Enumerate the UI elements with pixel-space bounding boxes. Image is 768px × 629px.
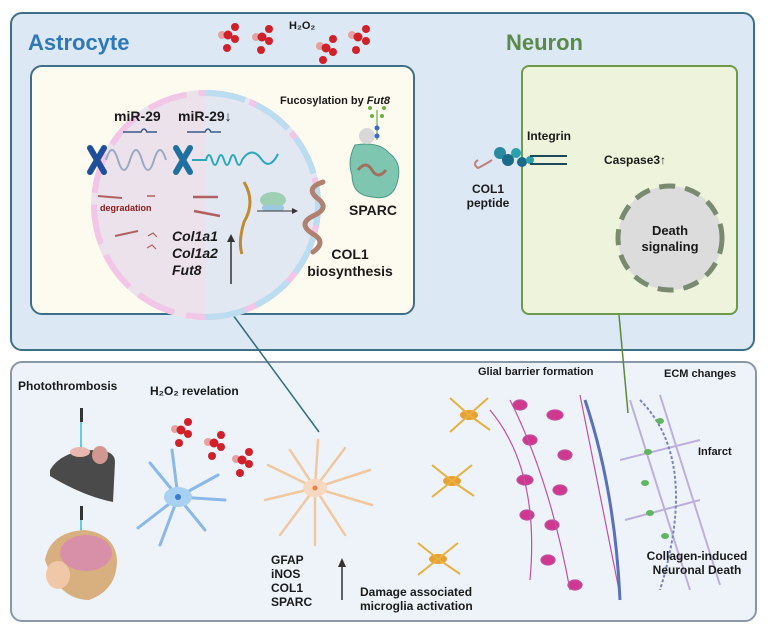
connector-astro-to-reactive: [232, 314, 320, 433]
infarct-label: Infarct: [698, 446, 732, 458]
gene-fut8: Fut8: [172, 262, 202, 278]
mirna-icon: [187, 128, 221, 133]
h2o2-molecules-top: [218, 23, 370, 64]
marker-list: GFAP iNOS COL1 SPARC: [271, 553, 312, 609]
col1-biosynthesis-label: COL1 biosynthesis: [307, 246, 393, 279]
h2o2-molecule-icon: [204, 431, 225, 460]
fucosylation-label: Fucosylation by Fut8: [280, 95, 391, 107]
resting-astrocyte-icon: [136, 448, 227, 547]
death-signaling-icon: [615, 183, 725, 293]
integrin-label: Integrin: [527, 129, 571, 143]
h2o2-revelation-label: H₂O₂ revelation: [150, 384, 239, 398]
ecm-changes-label: ECM changes: [664, 368, 737, 380]
microglia-icon: [417, 542, 461, 576]
integrin-receptor-icon: [494, 147, 567, 167]
microglia-icon: [431, 464, 475, 498]
marker-sparc: SPARC: [271, 595, 313, 609]
in-vivo-panel: [10, 361, 757, 622]
col1-peptide-label: COL1 peptide: [466, 182, 510, 210]
ecm-infarct-icon: [619, 394, 721, 591]
gene-col1a1: Col1a1: [172, 228, 218, 244]
dna-coiled-icon: [192, 151, 279, 166]
glial-barrier-label: Glial barrier formation: [478, 366, 594, 378]
col1-peptide-icon: [474, 159, 493, 170]
h2o2-molecule-icon: [348, 25, 370, 54]
marker-inos: iNOS: [271, 567, 301, 581]
collagen-chain-icon: [238, 181, 252, 255]
h2o2-label: H₂O₂: [289, 20, 316, 32]
mrna-strands-icon: [193, 195, 221, 218]
collagen-neuronal-death-label: Collagen-induced Neuronal Death: [646, 549, 748, 577]
reactive-astrocyte-icon: [263, 438, 374, 547]
h2o2-molecule-icon: [171, 418, 192, 447]
mir29-label-right: miR-29↓: [178, 108, 232, 124]
degradation-label: degradation: [100, 203, 152, 213]
microglia-icon: [449, 397, 491, 433]
astrocyte-title: Astrocyte: [28, 30, 130, 55]
h2o2-molecule-icon: [218, 23, 239, 52]
mouse-icon: [50, 408, 115, 502]
mir29-label-left: miR-29: [114, 108, 161, 124]
h2o2-molecule-icon: [252, 25, 273, 54]
gene-list: Col1a1 Col1a2 Fut8: [172, 228, 218, 279]
dna-relaxed-icon: [105, 149, 167, 171]
damage-microglia-label: Damage associated microglia activation: [360, 585, 473, 613]
caspase3-label: Caspase3↑: [604, 153, 667, 167]
connector-neuron-to-infarct: [618, 314, 629, 414]
chromosome-right-icon: [173, 145, 193, 175]
sparc-label: SPARC: [349, 202, 397, 218]
marker-gfap: GFAP: [271, 553, 304, 567]
marker-col1: COL1: [271, 581, 304, 595]
glial-barrier-icon: [489, 394, 622, 601]
chromosome-left-icon: [87, 145, 107, 175]
h2o2-molecule-icon: [232, 448, 253, 477]
mrna-degradation-icon: [97, 195, 158, 250]
neuron-title: Neuron: [506, 30, 583, 55]
h2o2-molecule-icon: [316, 35, 337, 64]
gene-col1a2: Col1a2: [172, 245, 218, 261]
photothrombosis-label: Photothrombosis: [18, 379, 118, 393]
h2o2-molecules-bottom: [171, 418, 253, 477]
ribosome-icon: [260, 192, 286, 211]
monkey-icon: [45, 506, 117, 600]
death-signaling-label: Death signaling: [641, 223, 699, 254]
mirna-icon: [123, 128, 157, 133]
col1-fiber-icon: [302, 179, 326, 255]
sparc-protein-icon: [349, 106, 400, 199]
